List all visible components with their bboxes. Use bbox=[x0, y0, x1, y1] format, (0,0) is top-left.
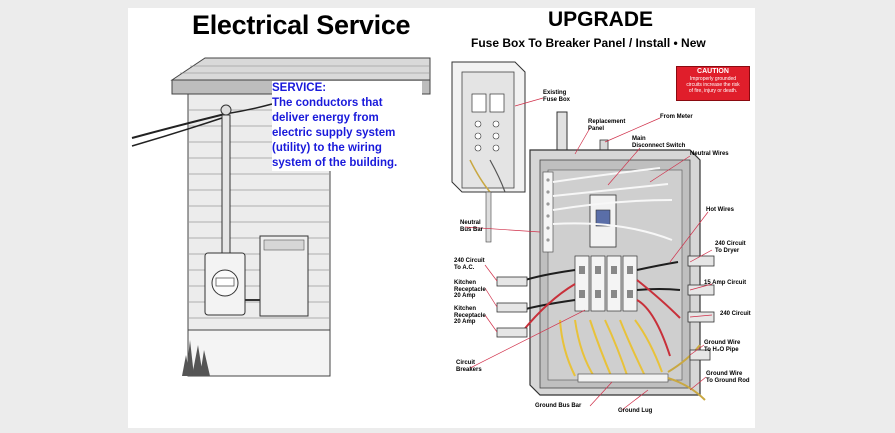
service-heading: SERVICE: bbox=[272, 82, 327, 94]
label-15-amp-circuit: 15 Amp Circuit bbox=[704, 280, 747, 286]
upgrade-title: UPGRADE bbox=[548, 8, 654, 31]
caution-heading: CAUTION bbox=[697, 68, 729, 75]
panel-illustration bbox=[451, 61, 715, 411]
label-from-meter: From Meter bbox=[660, 114, 693, 120]
service-definition: SERVICE: The conductors that deliver ene… bbox=[272, 81, 422, 171]
upgrade-subtitle: Fuse Box To Breaker Panel / Install • Ne… bbox=[471, 36, 706, 50]
label-ground-bus-bar: Ground Bus Bar bbox=[535, 403, 582, 409]
caution-badge: CAUTION Improperly grounded circuits inc… bbox=[676, 66, 750, 101]
caution-line-1: Improperly grounded bbox=[689, 76, 737, 82]
label-240-circuit: 240 Circuit bbox=[720, 311, 751, 317]
caution-line-2: circuits increase the risk bbox=[686, 82, 740, 88]
service-line-1: The conductors that bbox=[272, 97, 383, 109]
electrical-service-title: Electrical Service bbox=[192, 10, 411, 40]
label-hot-wires: Hot Wires bbox=[706, 207, 734, 213]
service-line-2: deliver energy from bbox=[272, 112, 379, 124]
caution-line-3: of fire, injury or death. bbox=[688, 88, 738, 94]
label-neutral-wires: Neutral Wires bbox=[690, 151, 729, 157]
service-line-4: (utility) to the wiring bbox=[272, 142, 382, 154]
service-line-3: electric supply system bbox=[272, 127, 396, 139]
service-line-5: system of the building. bbox=[272, 157, 398, 169]
label-ground-lug: Ground Lug bbox=[618, 408, 653, 414]
